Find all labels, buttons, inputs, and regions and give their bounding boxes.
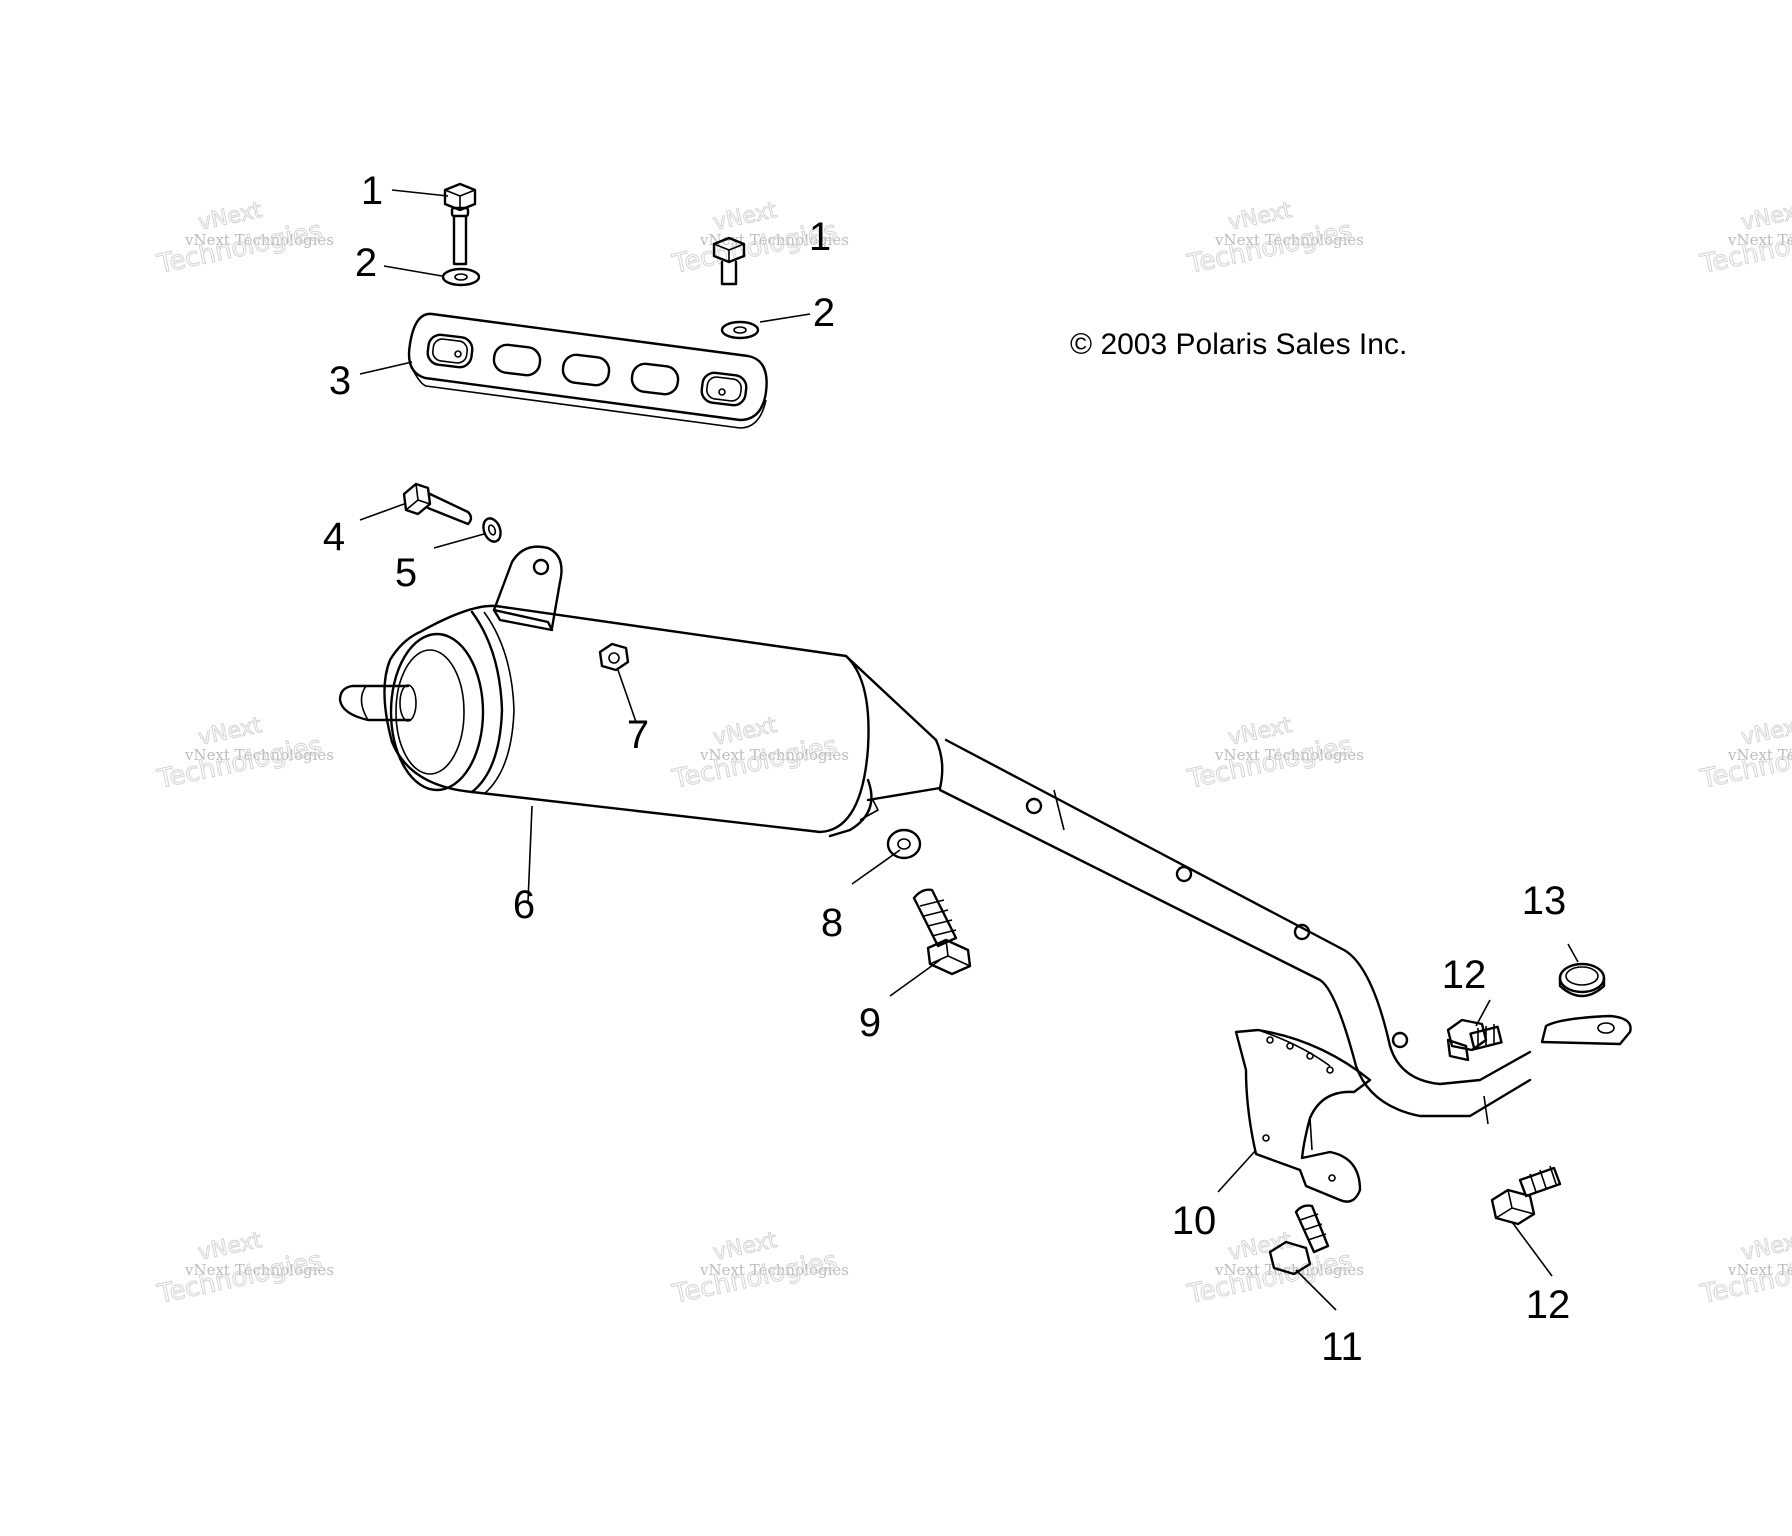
watermark: vNext Technologies Technologies vNext xyxy=(1184,197,1364,280)
callout-9: 9 xyxy=(859,1001,881,1045)
callout-11: 11 xyxy=(1321,1325,1363,1369)
bracket-part-3 xyxy=(407,312,768,429)
svg-text:vNext Technologies: vNext Technologies xyxy=(699,1261,849,1279)
washer-part-8 xyxy=(886,828,922,860)
watermark: vNext Technologies Technologies vNext xyxy=(1697,1227,1792,1310)
watermark: vNext Technologies Technologies vNext xyxy=(154,197,334,280)
callout-5: 5 xyxy=(395,551,417,595)
copyright-text: © 2003 Polaris Sales Inc. xyxy=(1070,328,1407,361)
callout-8: 8 xyxy=(821,901,843,945)
callout-7: 7 xyxy=(627,713,649,757)
bolt-part-12-lower xyxy=(1490,1165,1562,1226)
svg-text:vNext Technologies: vNext Technologies xyxy=(184,746,334,764)
svg-text:vNext Technologies: vNext Technologies xyxy=(1727,746,1792,764)
bolt-part-1-right xyxy=(712,236,746,286)
svg-text:vNext Technologies: vNext Technologies xyxy=(699,746,849,764)
callout-4: 4 xyxy=(323,515,345,559)
callout-6: 6 xyxy=(513,883,535,927)
svg-text:vNext Technologies: vNext Technologies xyxy=(699,231,849,249)
svg-text:vNext Technologies: vNext Technologies xyxy=(1214,746,1364,764)
bolt-part-11 xyxy=(1268,1204,1330,1276)
bolt-part-4 xyxy=(402,482,473,526)
bolt-part-9 xyxy=(912,888,972,976)
muffler-part-6 xyxy=(338,545,1632,1125)
watermark: vNext Technologies Technologies vNext xyxy=(669,1227,849,1310)
svg-text:vNext Technologies: vNext Technologies xyxy=(184,1261,334,1279)
svg-text:vNext Technologies: vNext Technologies xyxy=(1214,231,1364,249)
svg-text:vNext Technologies: vNext Technologies xyxy=(1727,1261,1792,1279)
callout-3: 3 xyxy=(329,359,351,403)
callout-12b: 12 xyxy=(1526,1283,1571,1327)
washer-part-2-right xyxy=(720,320,760,340)
watermark: vNext Technologies Technologies vNext xyxy=(1697,712,1792,795)
svg-text:vNext Technologies: vNext Technologies xyxy=(1727,231,1792,249)
callout-10: 10 xyxy=(1172,1199,1217,1243)
watermark: vNext Technologies Technologies vNext xyxy=(1184,712,1364,795)
leader-lines xyxy=(359,189,1579,1311)
callout-13: 13 xyxy=(1522,879,1567,923)
washer-part-2-left xyxy=(441,267,481,287)
watermark: vNext Technologies Technologies vNext xyxy=(1697,197,1792,280)
callout-1b: 1 xyxy=(809,215,831,259)
heat-shield-part-10 xyxy=(1234,1028,1372,1203)
bolt-part-12-upper xyxy=(1446,1018,1503,1062)
svg-text:vNext Technologies: vNext Technologies xyxy=(184,231,334,249)
watermark: vNext Technologies Technologies vNext xyxy=(669,712,849,795)
nut-part-7 xyxy=(598,642,630,672)
gasket-part-13 xyxy=(1558,962,1606,998)
washer-part-5 xyxy=(482,517,502,543)
bolt-part-1-left xyxy=(443,182,477,266)
callout-2a: 2 xyxy=(355,241,377,285)
watermark: vNext Technologies Technologies vNext xyxy=(154,1227,334,1310)
svg-text:vNext Technologies: vNext Technologies xyxy=(1214,1261,1364,1279)
callout-1a: 1 xyxy=(361,169,383,213)
callout-12a: 12 xyxy=(1442,953,1487,997)
watermark: vNext Technologies Technologies vNext xyxy=(154,712,334,795)
callout-2b: 2 xyxy=(813,291,835,335)
